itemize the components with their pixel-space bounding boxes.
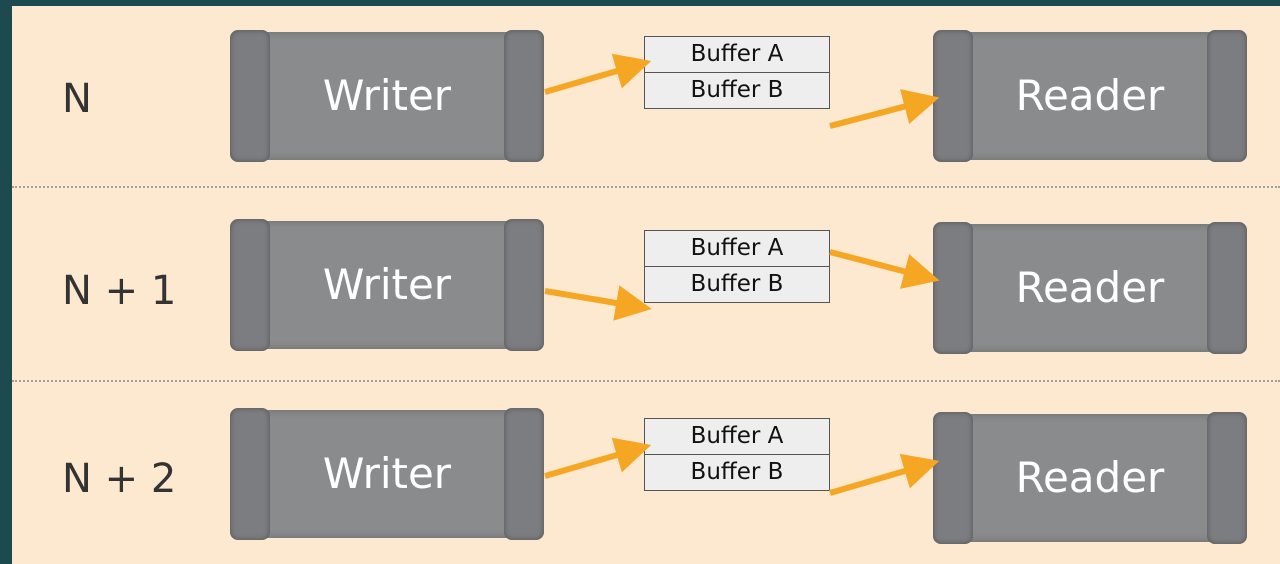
scroll-cap-right (1207, 412, 1247, 544)
scroll-cap-left (230, 408, 270, 540)
buffer-a: Buffer A (645, 419, 829, 455)
buffer-b: Buffer B (690, 77, 784, 103)
frame-row-n-plus-1: N + 1 Writer Buffer A Buffer B Reader (12, 192, 1280, 378)
scroll-cap-right (504, 30, 544, 162)
scroll-cap-left (933, 30, 973, 162)
frame-label: N (62, 76, 92, 122)
buffer-stack: Buffer A Buffer B (644, 230, 830, 303)
scroll-cap-left (230, 30, 270, 162)
frame-divider (12, 380, 1280, 382)
scroll-cap-right (504, 408, 544, 540)
reader-label: Reader (1015, 71, 1165, 120)
writer-scroll: Writer (230, 219, 544, 351)
reader-scroll: Reader (933, 222, 1247, 354)
reader-scroll: Reader (933, 30, 1247, 162)
writer-scroll: Writer (230, 408, 544, 540)
reader-scroll: Reader (933, 412, 1247, 544)
scroll-cap-left (230, 219, 270, 351)
buffer-a: Buffer A (645, 231, 829, 267)
buffer-a: Buffer A (645, 37, 829, 73)
reader-label: Reader (1015, 263, 1165, 312)
frame-row-n: N Writer Buffer A Buffer B Reader (12, 6, 1280, 192)
frame-row-n-plus-2: N + 2 Writer Buffer A Buffer B Reader (12, 378, 1280, 564)
scroll-cap-right (1207, 30, 1247, 162)
buffer-stack: Buffer A Buffer B (644, 418, 830, 491)
buffer-stack: Buffer A Buffer B (644, 36, 830, 109)
scroll-cap-left (933, 412, 973, 544)
frame-label: N + 1 (62, 268, 177, 314)
frame-divider (12, 186, 1280, 188)
buffer-b: Buffer B (690, 459, 784, 485)
scroll-cap-right (1207, 222, 1247, 354)
writer-scroll: Writer (230, 30, 544, 162)
writer-label: Writer (322, 260, 452, 309)
buffer-b: Buffer B (690, 271, 784, 297)
reader-label: Reader (1015, 453, 1165, 502)
writer-label: Writer (322, 449, 452, 498)
writer-label: Writer (322, 71, 452, 120)
scroll-cap-right (504, 219, 544, 351)
diagram-panel: N Writer Buffer A Buffer B Reader N + 1 … (12, 6, 1280, 564)
frame-label: N + 2 (62, 456, 177, 502)
scroll-cap-left (933, 222, 973, 354)
